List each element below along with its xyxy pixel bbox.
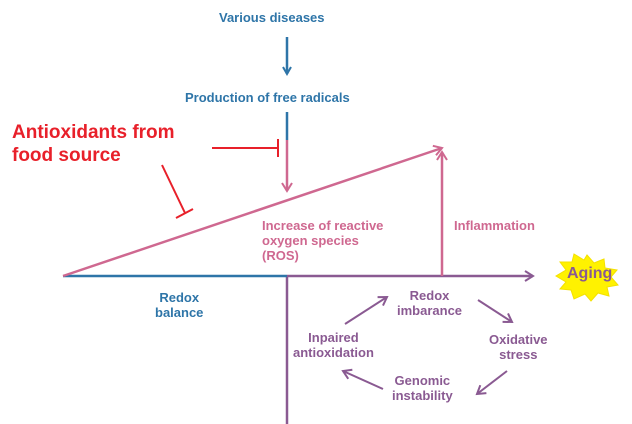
inhibit-bar-diagonal	[175, 208, 194, 219]
inhibit-line-diagonal	[161, 164, 186, 214]
label-inflammation: Inflammation	[454, 218, 535, 233]
aging-starburst	[555, 253, 619, 302]
label-genomic-line2: instability	[392, 387, 453, 403]
label-redox-imbalance: Redox imbarance	[397, 288, 463, 319]
label-oxidative-line1: Oxidative	[489, 332, 548, 347]
label-genomic-line1: Genomic	[394, 373, 451, 388]
cycle-arrow-imbalance-to-oxidative	[477, 299, 514, 324]
label-antioxidants: Antioxidants from food source	[12, 122, 175, 168]
label-ros: Increase of reactive oxygen species (ROS…	[262, 218, 384, 264]
label-various-diseases: Various diseases	[219, 10, 325, 25]
label-inpaired-line1: Inpaired	[308, 330, 359, 345]
label-oxidative-stress: Oxidative stress	[489, 332, 548, 363]
label-ros-line3: (ROS)	[262, 247, 299, 263]
label-ros-line1: Increase of reactive	[262, 218, 384, 233]
label-production-free-radicals: Production of free radicals	[185, 90, 350, 105]
cycle-arrow-genomic-to-inpaired	[341, 368, 384, 390]
label-inpaired-antioxidation: Inpaired antioxidation	[293, 330, 374, 361]
arrow-ros-diagonal	[62, 144, 444, 278]
label-redox-balance-line1: Redox	[159, 290, 200, 305]
label-redox-imbalance-line1: Redox	[409, 288, 450, 303]
label-ros-line2: oxygen species	[262, 232, 359, 248]
label-redox-balance-line2: balance	[155, 304, 204, 320]
cycle-arrow-inpaired-to-imbalance	[344, 295, 389, 325]
cycle-arrow-oxidative-to-genomic	[475, 370, 508, 396]
label-redox-imbalance-line2: imbarance	[397, 302, 463, 318]
label-inpaired-line2: antioxidation	[293, 344, 374, 360]
label-antioxidants-line2: food source	[12, 144, 121, 166]
label-redox-balance: Redox balance	[155, 290, 204, 321]
label-antioxidants-line1: Antioxidants from	[12, 122, 175, 143]
label-oxidative-line2: stress	[499, 346, 538, 362]
label-aging: Aging	[567, 265, 613, 282]
label-genomic-instability: Genomic instability	[392, 373, 453, 404]
